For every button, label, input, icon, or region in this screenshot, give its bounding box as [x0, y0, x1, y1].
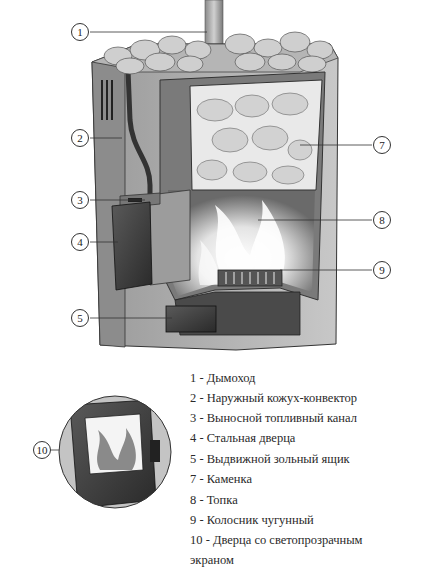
grate — [218, 270, 282, 286]
part-name: 9 - Колосник чугунный — [190, 510, 405, 530]
leader-lines — [51, 32, 372, 450]
part-name: 2 - Наружный кожух-конвектор — [190, 388, 405, 408]
callout-text: 10 — [37, 445, 48, 456]
callout-number: 5 — [71, 309, 89, 327]
callout-number: 2 — [71, 129, 89, 147]
callout-text: 3 — [77, 195, 83, 206]
part-name: 10 - Дверца со светопрозрачным экраном — [190, 530, 405, 570]
callout-text: 5 — [77, 313, 83, 324]
callout-text: 4 — [77, 237, 83, 248]
part-name: 4 - Стальная дверца — [190, 428, 405, 448]
callout-text: 9 — [379, 265, 385, 276]
callout-number: 7 — [373, 136, 391, 154]
callout-number: 10 — [33, 441, 51, 459]
casing-wall — [128, 70, 150, 195]
part-name: 3 - Выносной топливный канал — [190, 408, 405, 428]
chamber-stones — [197, 93, 312, 184]
callout-number: 1 — [71, 23, 89, 41]
callout-number: 8 — [373, 211, 391, 229]
ash-box — [166, 306, 216, 332]
steel-door — [112, 202, 152, 290]
stone-chamber — [190, 80, 322, 190]
part-name: 8 - Топка — [190, 490, 405, 510]
callout-number: 3 — [71, 191, 89, 209]
stones — [104, 32, 333, 74]
callout-number: 9 — [373, 261, 391, 279]
part-name: 7 - Каменка — [190, 469, 405, 489]
part-name: 1 - Дымоход — [190, 368, 405, 388]
casing-vents — [102, 80, 112, 120]
inset-door — [55, 395, 175, 510]
callout-text: 1 — [77, 27, 83, 38]
callout-text: 7 — [379, 140, 385, 151]
stove-body — [92, 44, 338, 350]
callout-text: 8 — [379, 215, 385, 226]
callout-text: 2 — [77, 133, 83, 144]
callout-number: 4 — [71, 233, 89, 251]
flames — [199, 200, 285, 285]
part-name: 5 - Выдвижной зольный ящик — [190, 449, 405, 469]
